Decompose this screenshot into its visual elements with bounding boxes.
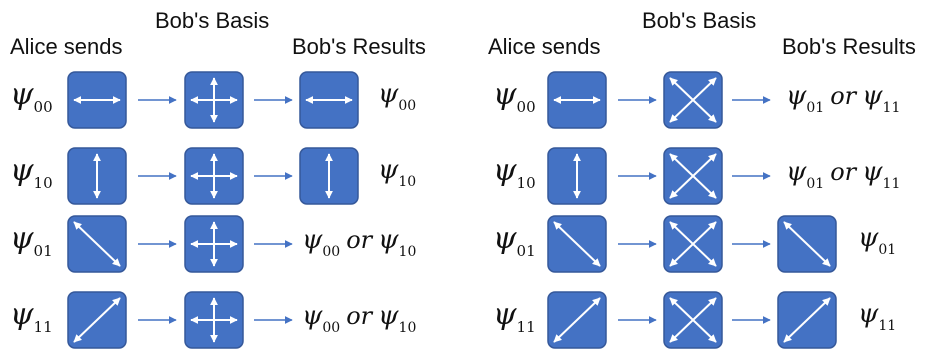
rectilinear-basis-panel: Alice sends Bob's Basis Bob's Results ψ0… xyxy=(10,8,426,349)
bobs-results-header: Bob's Results xyxy=(782,34,916,59)
bob-result-box xyxy=(299,71,359,129)
diagonal-up-arrow-icon xyxy=(553,297,601,343)
alice-photon-box xyxy=(547,215,607,273)
bob-result-state-label: ψ01 xyxy=(858,223,896,258)
diagram-row: ψ11 ψ11 xyxy=(493,291,896,349)
diagonal-up-arrow-icon xyxy=(783,297,831,343)
rectilinear-basis-icon xyxy=(184,291,244,349)
alice-photon-box xyxy=(547,147,607,205)
alice-photon-box xyxy=(67,215,127,273)
alice-state-label: ψ00 xyxy=(10,77,53,116)
diagonal-basis-icon xyxy=(663,215,723,273)
diagonal-up-arrow-icon xyxy=(669,77,717,123)
diagonal-basis-panel: Alice sends Bob's Basis Bob's Results ψ0… xyxy=(488,8,916,349)
alice-state-label: ψ11 xyxy=(493,297,536,336)
alice-state-label: ψ11 xyxy=(10,297,53,336)
alice-photon-box xyxy=(547,71,607,129)
diagonal-up-arrow-icon xyxy=(669,297,717,343)
alice-state-label: ψ10 xyxy=(10,153,53,192)
diagram-row: ψ00 ψ00 xyxy=(10,71,416,129)
bobs-results-header: Bob's Results xyxy=(292,34,426,59)
alice-photon-box xyxy=(67,71,127,129)
alice-photon-box xyxy=(67,291,127,349)
diagonal-up-arrow-icon xyxy=(669,153,717,199)
rectilinear-basis-icon xyxy=(184,71,244,129)
alice-state-label: ψ10 xyxy=(493,153,536,192)
diagonal-down-arrow-icon xyxy=(73,221,121,267)
bob-result-state-label: ψ11 xyxy=(858,299,896,334)
diagonal-basis-icon xyxy=(663,71,723,129)
bob-result-box xyxy=(777,291,837,349)
alice-photon-box xyxy=(67,147,127,205)
diagonal-up-arrow-icon xyxy=(73,297,121,343)
bob-result-box xyxy=(299,147,359,205)
bob-result-state-label: ψ00 xyxy=(378,79,416,114)
diagram-row: ψ01 ψ01 xyxy=(493,215,896,273)
diagonal-up-arrow-icon xyxy=(669,221,717,267)
rectilinear-basis-icon xyxy=(184,147,244,205)
alice-state-label: ψ00 xyxy=(493,77,536,116)
diagonal-down-arrow-icon xyxy=(783,221,831,267)
rectilinear-basis-icon xyxy=(184,215,244,273)
bob-result-box xyxy=(777,215,837,273)
bob-result-state-label: ψ10 xyxy=(378,155,416,190)
alice-state-label: ψ01 xyxy=(493,221,536,260)
diagonal-basis-icon xyxy=(663,291,723,349)
diagonal-basis-icon xyxy=(663,147,723,205)
diagonal-down-arrow-icon xyxy=(553,221,601,267)
alice-sends-header: Alice sends xyxy=(10,34,123,59)
alice-sends-header: Alice sends xyxy=(488,34,601,59)
diagram-row: ψ10 ψ10 xyxy=(10,147,416,205)
bobs-basis-header: Bob's Basis xyxy=(642,8,756,33)
alice-state-label: ψ01 xyxy=(10,221,53,260)
alice-photon-box xyxy=(547,291,607,349)
bobs-basis-header: Bob's Basis xyxy=(155,8,269,33)
